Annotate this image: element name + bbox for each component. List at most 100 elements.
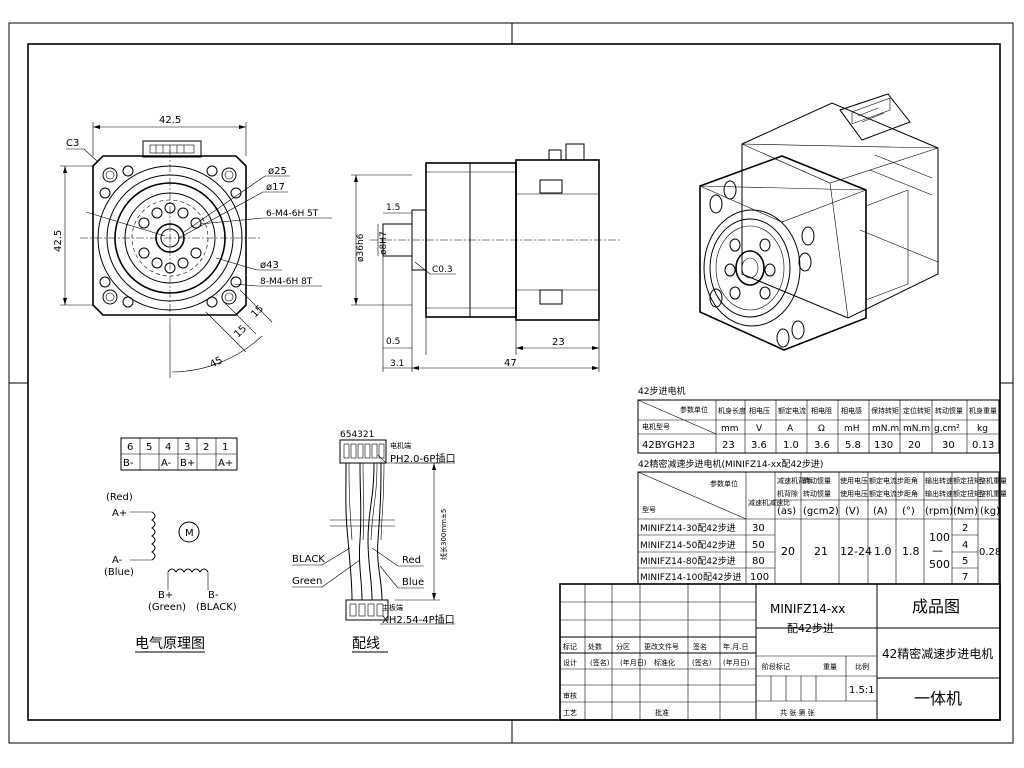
dim-15b: 15 — [249, 303, 266, 320]
electrical-schematic: 6 5 4 3 2 1 B- A- B+ A+ (Red) A+ A- (Blu… — [104, 437, 238, 653]
t2-rows: MINIFZ14-30配42步进 30 2 MINIFZ14-50配42步进 5… — [640, 523, 968, 583]
t2-model: MINIFZ14-50配42步进 — [640, 540, 736, 551]
t2-inertia: 21 — [814, 545, 828, 558]
rev-header: 分区 — [616, 642, 630, 651]
t2-unit: (V) — [845, 506, 860, 517]
t2-torque: 5 — [962, 556, 968, 567]
t1-header-param: 参数单位 — [680, 405, 708, 414]
t1-unit: Ω — [818, 424, 825, 434]
t2-col-sub: 额定扭矩 — [953, 489, 981, 498]
t2-model: MINIFZ14-80配42步进 — [640, 556, 736, 567]
t1-col: 保持转矩 — [871, 406, 899, 415]
t2-col: 输出转速 — [925, 476, 953, 485]
dim-0-5: 0.5 — [386, 337, 400, 347]
rev-header: 处数 — [588, 642, 602, 651]
a-plus: A+ — [112, 508, 127, 519]
t1-col: 相电阻 — [811, 406, 832, 415]
stage-header: 重量 — [823, 663, 837, 671]
dim-1-5: 1.5 — [386, 203, 400, 213]
t2-ratio: 80 — [752, 556, 765, 567]
t2-unit: (Nm) — [953, 506, 978, 517]
t2-col-sub: 步距角 — [897, 489, 918, 498]
dia-43-label: ø43 — [260, 260, 279, 271]
t1-col: 相电感 — [841, 406, 862, 415]
b-minus: B- — [208, 590, 219, 601]
assembly-label: 一体机 — [914, 689, 962, 708]
product-description: 42精密减速步进电机 — [882, 646, 993, 661]
t2-ratio: 100 — [750, 572, 769, 583]
pin: 4 — [165, 442, 171, 453]
t1-col: 相电压 — [749, 406, 770, 415]
t2-col-sub: 转动惯量 — [803, 489, 831, 498]
chamfer-label: C3 — [66, 138, 79, 149]
product-sub: 配42步进 — [787, 622, 834, 635]
t2-ratio: 30 — [752, 523, 765, 534]
t2-header-model: 型号 — [642, 505, 656, 514]
dim-15a: 15 — [232, 323, 249, 340]
wiring-pin-numbers: 654321 — [340, 430, 374, 440]
stage-header: 阶段标记 — [762, 662, 790, 671]
sign-cell: (年月日) — [620, 658, 647, 667]
signal: A- — [161, 458, 172, 469]
t1-cell: 130 — [874, 440, 893, 451]
t2-col: 额定扭矩 — [953, 476, 981, 485]
sheets-label: 共 张 第 张 — [780, 708, 815, 717]
t2-torque: 2 — [962, 523, 968, 534]
t2-unit: (as) — [777, 506, 796, 517]
t2-col-sub: 额定电流 — [869, 489, 897, 498]
t2-units: (as) (gcm2) (V) (A) (°) (rpm) (Nm) (kg) — [777, 506, 1000, 517]
rev-header: 签名 — [693, 642, 707, 651]
wire-green: Green — [292, 576, 322, 587]
pin: 6 — [127, 442, 133, 453]
sign-cell: (签名) — [692, 658, 712, 667]
product-model: MINIFZ14-xx — [770, 602, 845, 616]
wire-length: 线长300mm±5 — [439, 509, 448, 560]
t2-col-sub: 使用电压 — [840, 489, 868, 498]
isometric-view — [699, 93, 939, 351]
t1-cell: 5.8 — [845, 440, 861, 451]
table1-title: 42步进电机 — [638, 385, 685, 397]
corner-holes — [99, 165, 242, 308]
green-label: (Green) — [148, 602, 186, 613]
t2-speed-mid: — — [932, 544, 943, 557]
signal: B- — [123, 458, 134, 469]
t1-row: 42BYGH23 23 3.6 1.0 3.6 5.8 130 20 30 0.… — [642, 440, 994, 451]
t1-header-model: 电机型号 — [642, 422, 670, 431]
signal: A+ — [218, 458, 233, 469]
t1-unit: V — [756, 424, 763, 434]
t2-ratio: 50 — [752, 540, 765, 551]
dim-3-1: 3.1 — [390, 359, 404, 369]
revision-headers: 标记 处数 分区 更改文件号 签名 年.月.日 — [563, 642, 748, 651]
t2-unit: (kg) — [980, 506, 1000, 517]
t2-weight: 0.28 — [979, 547, 1001, 558]
t1-unit: mm — [721, 424, 739, 434]
t1-col: 转动惯量 — [935, 406, 963, 415]
t2-col-sub: 整机重量 — [979, 489, 1007, 498]
t2-col-headers: 减速机背隙 转动惯量 使用电压 额定电流 步距角 输出转速 额定扭矩 整机重量 … — [777, 476, 1007, 498]
drawing-frame — [8, 22, 1014, 744]
pin: 3 — [184, 442, 190, 453]
t1-col: 机身长度 — [718, 406, 746, 415]
t1-cell: 30 — [942, 440, 955, 451]
t2-col: 减速机背隙 — [777, 476, 812, 485]
height-dim: 42.5 — [53, 230, 64, 252]
t2-col: 转动惯量 — [803, 476, 831, 485]
t1-cell: 0.13 — [972, 440, 994, 451]
t2-col-sub: 输出转速 — [925, 489, 953, 498]
t2-col-ratio: 减速机减速比 — [748, 498, 790, 507]
t1-unit: mH — [844, 424, 860, 434]
connector-bottom: XH2.54-4P插口 — [382, 613, 455, 626]
holes-spec-2: 8-M4-6H 8T — [260, 277, 313, 287]
t2-merged: 20 21 12-24 1.0 1.8 100 — 500 0.28 — [781, 531, 1001, 571]
wiring-caption: 配线 — [352, 636, 380, 652]
t1-unit: kg — [977, 424, 988, 434]
approve-label: 批准 — [655, 708, 669, 717]
dia-25-label: ø25 — [268, 166, 287, 177]
t1-cell: 1.0 — [783, 440, 799, 451]
motor-symbol: M — [185, 528, 194, 539]
wire-black: BLACK — [292, 554, 325, 565]
stage-headers: 阶段标记 重量 比例 — [762, 662, 869, 671]
spec-table-1: 42步进电机 参数单位 电机型号 机身长度 相电压 额定电流 相电阻 相电感 保… — [637, 385, 1000, 454]
pin: 2 — [203, 442, 209, 453]
